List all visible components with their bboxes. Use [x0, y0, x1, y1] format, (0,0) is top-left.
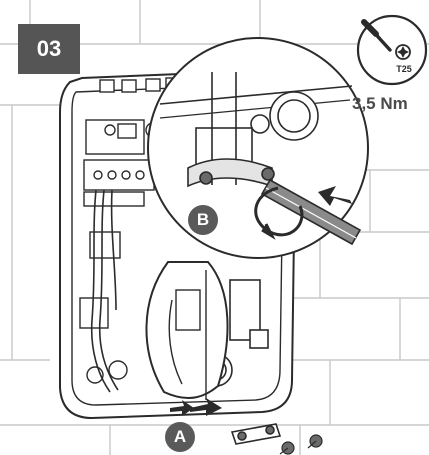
- torque-label: 3,5 Nm: [352, 94, 408, 113]
- tool-icon: T25: [356, 14, 428, 86]
- cable-clamp-part: [230, 423, 282, 445]
- push-arrow-icon: [318, 186, 352, 206]
- screwdriver-icon: [361, 19, 392, 52]
- step-number-badge: 03: [18, 24, 80, 74]
- cables: [90, 189, 119, 393]
- screws: [279, 434, 323, 455]
- rotate-arrow-icon: [254, 186, 304, 240]
- callout-b: B: [188, 205, 218, 235]
- callout-a: A: [165, 422, 195, 452]
- torx-bit-icon: [395, 44, 411, 60]
- zoom-upper-content: [159, 72, 362, 246]
- zoom-lens-lower: [145, 261, 229, 400]
- tool-type-label: T25: [396, 64, 412, 74]
- push-arrow-icon-bottom: [170, 398, 222, 416]
